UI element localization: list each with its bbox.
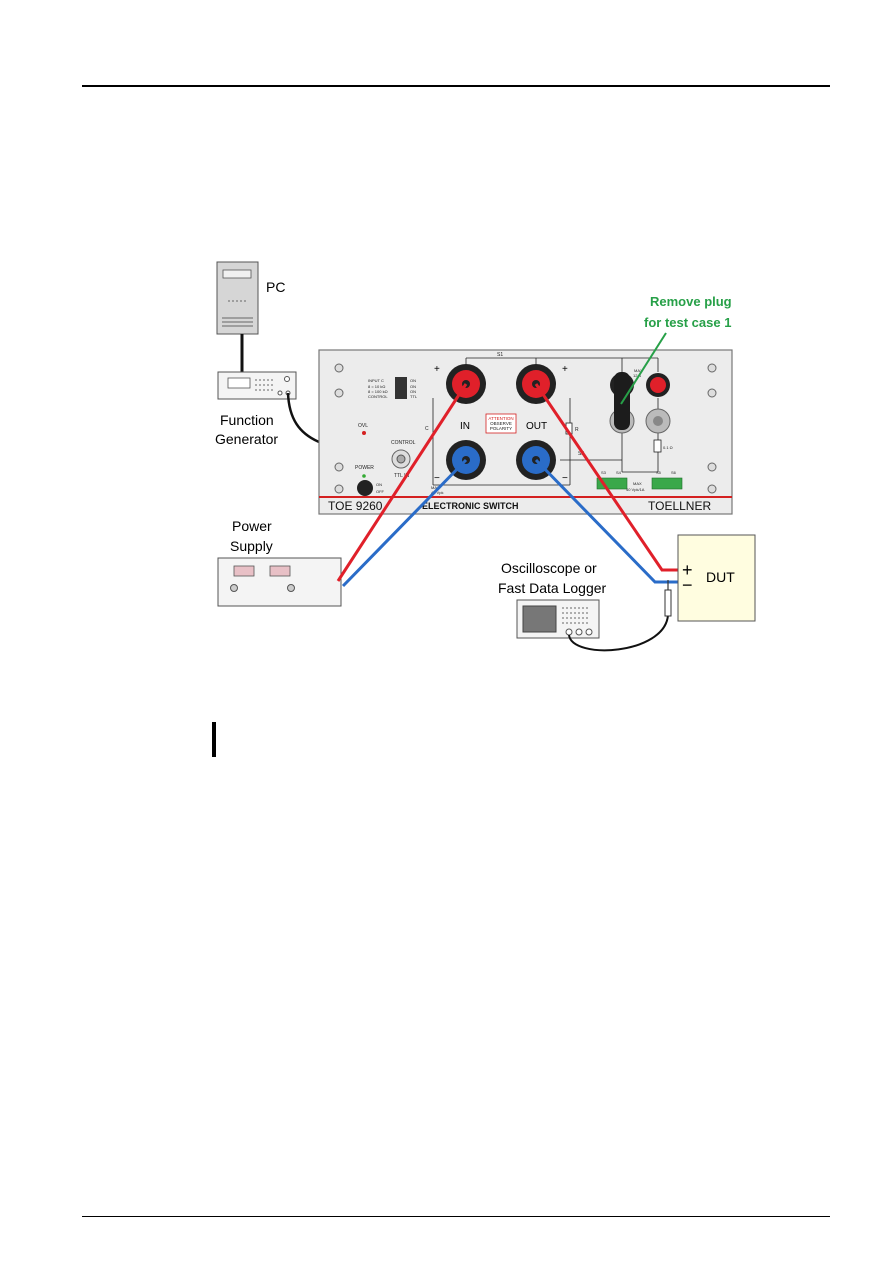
- footer-rule: [82, 1216, 830, 1217]
- r-label: R: [575, 427, 579, 433]
- function-generator-label-1: Function: [220, 412, 274, 428]
- panel-name-label: ELECTRONIC SWITCH: [422, 501, 519, 511]
- dut-box: [677, 534, 756, 622]
- header-rule: [82, 85, 830, 87]
- attention-line-1: ATTENTION: [488, 416, 513, 421]
- red-wire-supply: [336, 383, 468, 582]
- s4-label: S4: [616, 470, 622, 475]
- blue-wire-dut: [534, 458, 678, 584]
- ttl-in-label: TTL IN: [394, 473, 409, 479]
- c-label: C: [425, 426, 429, 432]
- input-c-label: INPUT C: [368, 378, 384, 383]
- probe-cable: [568, 614, 669, 652]
- ovl-label: OVL: [358, 423, 368, 429]
- in-label: IN: [460, 421, 470, 432]
- blue-wire-supply: [341, 458, 468, 588]
- scope-label-1: Oscilloscope or: [501, 560, 597, 576]
- in-minus-label: −: [434, 473, 440, 484]
- off-label: OFF: [376, 489, 385, 494]
- pc-label: PC: [266, 279, 285, 295]
- fuse-label-2: 12 A: [633, 373, 641, 378]
- attention-line-3: POLARITY: [490, 426, 512, 431]
- out-plus-label: +: [562, 364, 568, 375]
- s3-label: S3: [601, 470, 607, 475]
- switch-state-3: ON: [410, 389, 416, 394]
- red-wire-dut: [534, 383, 678, 572]
- callout-line-2: for test case 1: [644, 315, 731, 330]
- input-row-3: CONTROL: [368, 394, 388, 399]
- switch-state-1: ON: [410, 378, 416, 383]
- oscilloscope-icon: [516, 599, 600, 639]
- s1-label: S1: [497, 352, 503, 358]
- s5-label: S5: [656, 470, 662, 475]
- out-minus-label: −: [562, 473, 568, 484]
- dut-plus-label: +: [682, 560, 693, 580]
- callout-line-1: Remove plug: [650, 294, 732, 309]
- dut-minus-label: −: [682, 575, 693, 595]
- power-supply-label-2: Supply: [230, 538, 273, 554]
- input-row-2: 8 = 100 kΩ: [368, 389, 388, 394]
- shunt-label: 0.1 Ω: [663, 445, 673, 450]
- function-generator-label-2: Generator: [215, 431, 278, 447]
- on-label: ON: [376, 482, 382, 487]
- attention-line-2: OBSERVE: [490, 421, 512, 426]
- probe-icon: [664, 589, 672, 617]
- control-label: CONTROL: [391, 440, 416, 446]
- max-label-2: 42 Vpk: [431, 490, 443, 495]
- brand-label: TOELLNER: [648, 499, 711, 513]
- switch-state-4: TTL: [410, 394, 418, 399]
- power-supply-label-1: Power: [232, 518, 272, 534]
- fuse-label-1: MAX: [634, 368, 643, 373]
- dut-label: DUT: [706, 569, 735, 585]
- switch-state-2: ON: [410, 384, 416, 389]
- power-supply-icon: [217, 557, 342, 607]
- power-label: POWER: [355, 465, 374, 471]
- change-bar: [212, 722, 216, 757]
- s6-label: S6: [671, 470, 677, 475]
- callout-arrow: [620, 332, 667, 405]
- max-label-3: MAX: [633, 481, 642, 486]
- max-label-1: MAX: [431, 485, 440, 490]
- function-generator-icon: [217, 371, 297, 400]
- in-plus-label: +: [434, 364, 440, 375]
- scope-label-2: Fast Data Logger: [498, 580, 607, 596]
- input-row-1: 8 = 10 kΩ: [368, 384, 385, 389]
- model-label: TOE 9260: [328, 499, 383, 513]
- pc-icon: [216, 261, 259, 335]
- max-label-4: 40 Vpk/1A: [626, 487, 645, 492]
- out-label: OUT: [526, 421, 547, 432]
- s2-label: S2: [578, 451, 584, 457]
